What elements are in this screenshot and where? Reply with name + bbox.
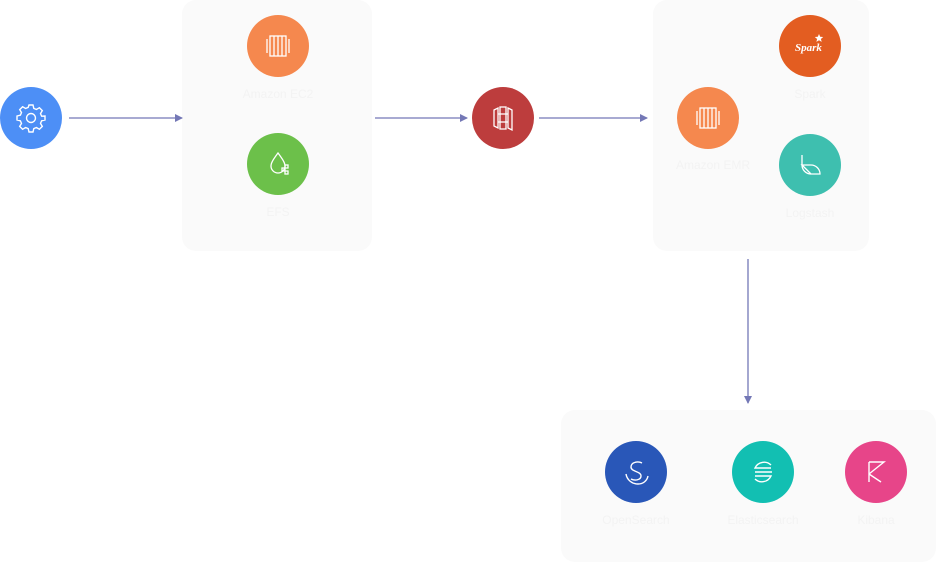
efs-label: EFS [266, 205, 290, 219]
kinesis-node[interactable] [472, 87, 534, 149]
logstash-label: Logstash [785, 206, 835, 220]
source-node[interactable] [0, 87, 62, 149]
kibana-label: Kibana [857, 513, 895, 527]
logstash-icon [800, 155, 821, 175]
kinesis-stream-icon [493, 106, 513, 132]
kibana-icon [868, 461, 886, 483]
water-drop-icon [270, 151, 289, 175]
elasticsearch-icon [753, 461, 773, 483]
logstash-node[interactable] [779, 134, 841, 196]
opensearch-label: OpenSearch [602, 513, 670, 527]
ec2-label: Amazon EC2 [242, 87, 314, 101]
elasticsearch-label: Elasticsearch [727, 513, 799, 527]
spark-node[interactable]: Spark [779, 15, 841, 77]
elasticsearch-node[interactable] [732, 441, 794, 503]
spark-label: Spark [794, 87, 826, 101]
emr-server-icon [696, 107, 720, 129]
gear-icon [16, 104, 46, 133]
efs-node[interactable] [247, 133, 309, 195]
kibana-node[interactable] [845, 441, 907, 503]
spark-logo-text: Spark [795, 42, 822, 54]
emr-label: Amazon EMR [675, 158, 751, 172]
spark-logo-icon: Spark [795, 34, 824, 54]
ec2-node[interactable] [247, 15, 309, 77]
ec2-server-icon [266, 35, 290, 57]
opensearch-icon [625, 461, 649, 485]
emr-node[interactable] [677, 87, 739, 149]
opensearch-node[interactable] [605, 441, 667, 503]
